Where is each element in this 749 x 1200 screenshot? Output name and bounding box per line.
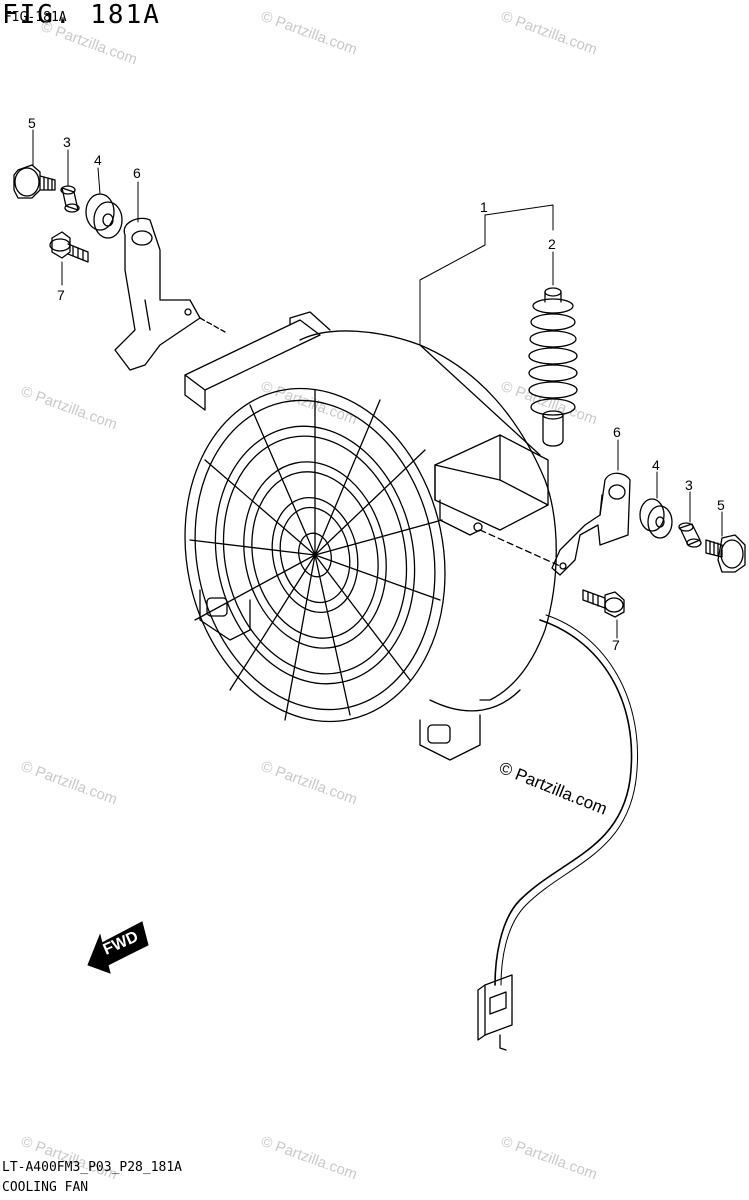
fwd-arrow-icon <box>87 921 149 974</box>
callout-5-right: 5 <box>717 497 725 513</box>
callout-1: 1 <box>480 199 488 215</box>
right-bracket-part-6 <box>479 472 631 576</box>
callout-4-left: 4 <box>94 152 102 168</box>
fan-boot-part-2 <box>528 287 578 447</box>
watermark-text: © Partzilla.com <box>259 1133 360 1184</box>
watermark-text: © Partzilla.com <box>499 8 600 59</box>
leader-lines <box>32 129 723 639</box>
callout-3-left: 3 <box>63 134 71 150</box>
callout-4-right: 4 <box>652 457 660 473</box>
watermark-text: © Partzilla.com <box>259 758 360 809</box>
watermark-text: © Partzilla.com <box>19 383 120 434</box>
callout-3-right: 3 <box>685 477 693 493</box>
watermark-text: © Partzilla.com <box>259 378 360 429</box>
partzilla-watermark: © Partzilla.com <box>497 758 610 819</box>
callout-2: 2 <box>548 236 556 252</box>
figure-title: FIG. 181A <box>2 0 161 30</box>
watermark-text: © Partzilla.com <box>259 8 360 59</box>
callout-7-right: 7 <box>612 637 620 653</box>
watermark-text: © Partzilla.com <box>499 378 600 429</box>
callout-labels: 5 3 4 6 7 1 2 6 4 3 5 7 <box>28 115 725 653</box>
model-code: LT-A400FM3_P03_P28_181A <box>2 1160 183 1175</box>
callout-6-right: 6 <box>613 424 621 440</box>
watermark-text: © Partzilla.com <box>499 1133 600 1184</box>
section-name: COOLING FAN <box>2 1180 89 1195</box>
left-bracket-part-6 <box>114 217 226 371</box>
right-hardware <box>582 498 746 618</box>
watermark-text: © Partzilla.com <box>39 18 140 69</box>
callout-6-left: 6 <box>133 165 141 181</box>
watermark-text: © Partzilla.com <box>19 758 120 809</box>
callout-7-left: 7 <box>57 287 65 303</box>
callout-5-left: 5 <box>28 115 36 131</box>
figure-reference: FIG-181A <box>4 10 67 25</box>
cooling-fan-assembly <box>184 311 638 1051</box>
forward-direction-arrow: FWD <box>87 921 149 974</box>
